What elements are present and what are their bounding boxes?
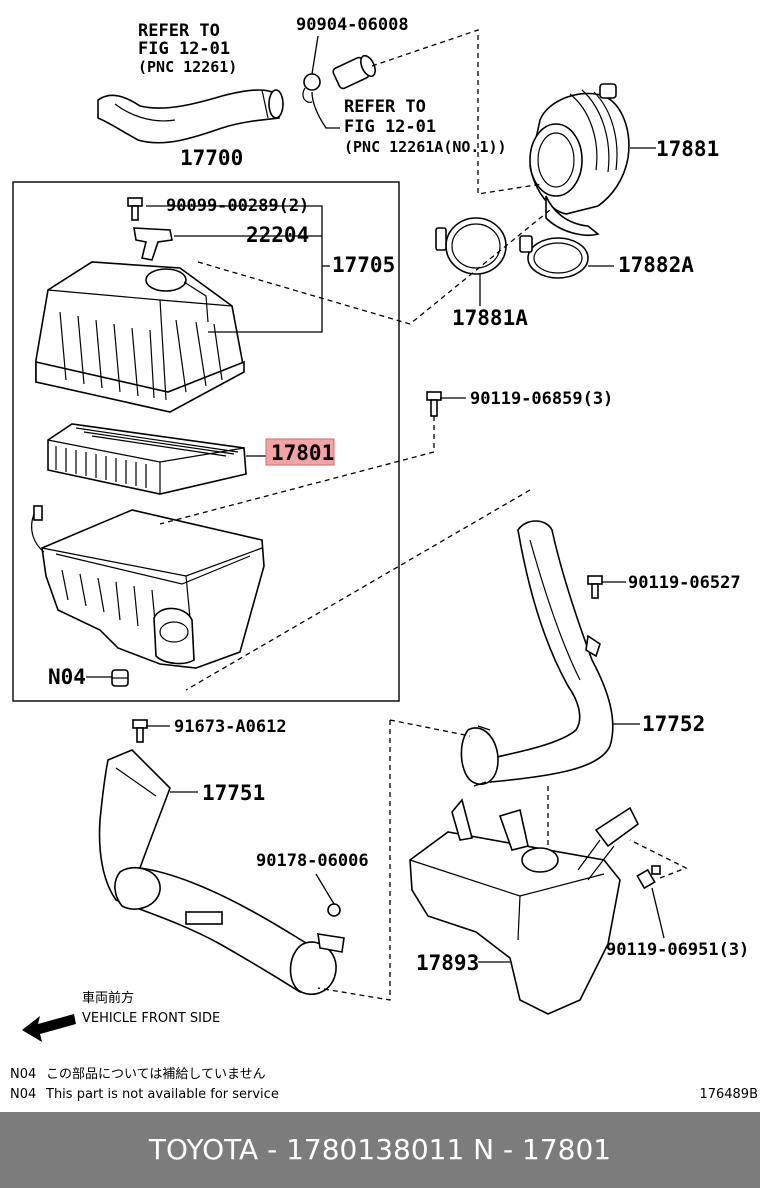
note-2-code: N04 bbox=[10, 1087, 36, 1102]
label-refer1-line3: (PNC 12261) bbox=[138, 58, 237, 76]
footer-bar bbox=[0, 1112, 760, 1188]
connector-90904 bbox=[302, 54, 376, 103]
label-17881a: 17881A bbox=[452, 306, 528, 330]
cleaner-case bbox=[31, 505, 265, 669]
label-refer2-line2: FIG 12-01 bbox=[344, 117, 436, 137]
front-direction-arrow bbox=[22, 1014, 76, 1042]
label-90119-06951: 90119-06951(3) bbox=[606, 940, 749, 960]
resonator-17893 bbox=[409, 798, 640, 1015]
bolt-90119-06527 bbox=[587, 575, 603, 599]
label-17752: 17752 bbox=[642, 712, 705, 736]
label-n04: N04 bbox=[48, 665, 86, 689]
assembly-box bbox=[12, 181, 400, 702]
label-refer2-line1: REFER TO bbox=[344, 97, 426, 117]
sensor-22204 bbox=[133, 227, 173, 261]
label-17705: 17705 bbox=[332, 253, 395, 277]
note-1-text: この部品については補給していません bbox=[46, 1067, 266, 1082]
direction-jp: 車両前方 bbox=[82, 990, 134, 1006]
bolt-90119-06951 bbox=[636, 865, 661, 890]
label-90178: 90178-06006 bbox=[256, 851, 369, 871]
label-refer1-line2: FIG 12-01 bbox=[138, 39, 230, 59]
label-refer2-line3: (PNC 12261A(NO.1)) bbox=[344, 138, 507, 156]
clamp-17882a bbox=[519, 235, 589, 279]
figure-id: 176489B bbox=[699, 1087, 758, 1102]
bolt-90119-06859 bbox=[426, 391, 442, 417]
label-17801: 17801 bbox=[271, 441, 334, 465]
clamp-17881a bbox=[435, 217, 507, 275]
label-90099: 90099-00289(2) bbox=[166, 196, 309, 216]
note-1-code: N04 bbox=[10, 1067, 36, 1082]
leader-lines bbox=[86, 35, 665, 963]
label-90119-06859: 90119-06859(3) bbox=[470, 389, 613, 409]
cleaner-cap-17705 bbox=[35, 261, 245, 413]
label-17700: 17700 bbox=[180, 146, 243, 170]
air-filter-17801 bbox=[47, 423, 247, 495]
bolt-90099 bbox=[127, 197, 143, 221]
dashed-lines bbox=[159, 29, 688, 1001]
footer-part-number: TOYOTA - 1780138011 N - 17801 bbox=[148, 1133, 612, 1166]
direction-en: VEHICLE FRONT SIDE bbox=[82, 1011, 220, 1026]
grommet-n04 bbox=[111, 669, 129, 687]
label-90904: 90904-06008 bbox=[296, 15, 409, 35]
label-22204: 22204 bbox=[246, 223, 309, 247]
clip-90178 bbox=[317, 903, 345, 953]
hose-12261 bbox=[97, 89, 284, 144]
bolt-91673 bbox=[132, 719, 148, 743]
label-90119-06527: 90119-06527 bbox=[628, 573, 741, 593]
label-91673: 91673-A0612 bbox=[174, 717, 287, 737]
hose-17881 bbox=[529, 83, 630, 236]
label-refer1-line1: REFER TO bbox=[138, 21, 220, 41]
duct-17751 bbox=[98, 749, 337, 995]
note-2-text: This part is not available for service bbox=[45, 1087, 279, 1102]
label-17881: 17881 bbox=[656, 137, 719, 161]
duct-17752 bbox=[460, 520, 614, 787]
label-17893: 17893 bbox=[416, 951, 479, 975]
label-17882a: 17882A bbox=[618, 253, 694, 277]
label-17751: 17751 bbox=[202, 781, 265, 805]
highlight-box bbox=[265, 438, 335, 466]
